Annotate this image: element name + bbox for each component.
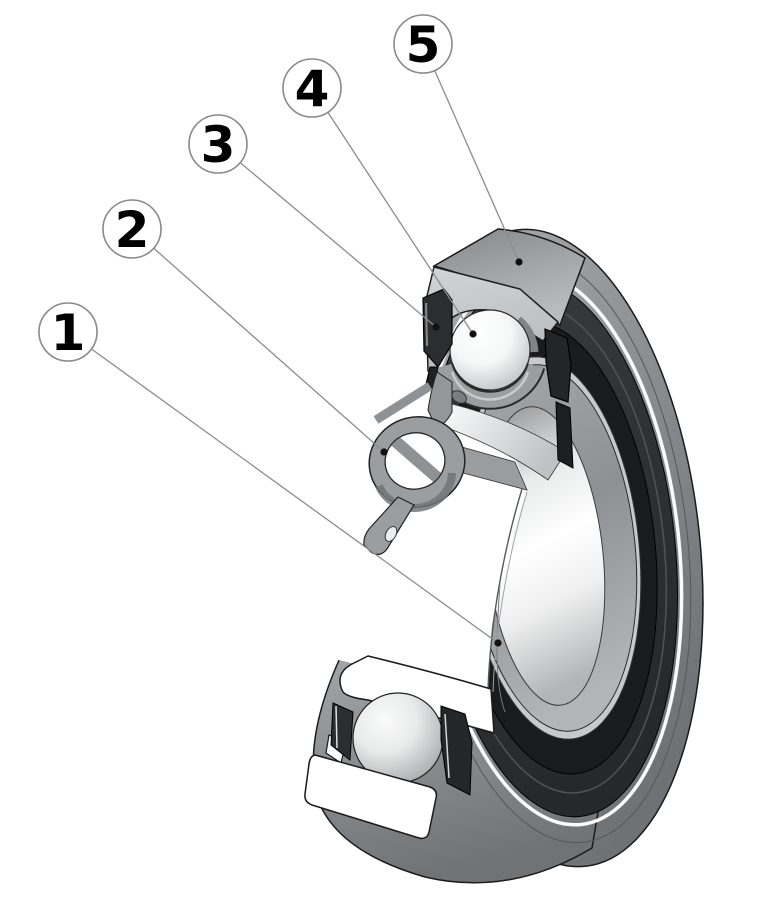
- leader-dot-3: [432, 323, 440, 331]
- leader-line-4: [311, 87, 474, 335]
- callout-label-3: 3: [201, 116, 236, 174]
- bore-near-edge-line-dark: [487, 488, 523, 691]
- leader-line-5: [422, 43, 520, 263]
- cage-strap-hole: [384, 526, 398, 542]
- callout-label-1: 1: [51, 304, 86, 362]
- callout-2: 2: [102, 199, 162, 259]
- seal-sliver-right: [444, 713, 450, 779]
- cage-pocket-shading: [375, 472, 456, 513]
- callout-circle-5: [393, 14, 453, 74]
- callout-circle-3: [188, 114, 248, 174]
- leader-dot-4: [469, 330, 477, 338]
- seal-cut-right: [544, 328, 572, 403]
- leader-line-1: [67, 331, 499, 644]
- seal-cut-right-lower: [555, 401, 574, 469]
- callout-5: 5: [393, 14, 453, 74]
- cage-pocket-hole-edge: [384, 432, 446, 490]
- ball-upper: [449, 309, 531, 391]
- callout-3: 3: [188, 114, 248, 174]
- callout-circle-4: [282, 58, 342, 118]
- seal-slab-highlight: [425, 302, 428, 347]
- bottom-cut-section: [304, 655, 495, 840]
- leader-line-3: [217, 143, 437, 328]
- leader-dot-1: [494, 639, 502, 647]
- leader-lines: [67, 43, 520, 644]
- leader-dot-2: [380, 448, 388, 456]
- bore-near-edge-line-light: [492, 491, 528, 693]
- callout-label-2: 2: [115, 201, 150, 259]
- leader-line-2: [131, 228, 385, 453]
- cage-pocket-assembly: [363, 382, 466, 555]
- cage-lower-strap: [363, 496, 415, 555]
- callout-label-5: 5: [406, 16, 441, 74]
- cage-ring-highlight: [450, 371, 530, 401]
- cage-behind-ball: [514, 316, 539, 353]
- callout-4: 4: [282, 58, 342, 118]
- seal-sliver-left: [335, 705, 338, 749]
- leader-dots: [380, 258, 523, 647]
- callout-circle-2: [102, 199, 162, 259]
- cage-strap-through-hole: [390, 435, 444, 485]
- leader-dot-5: [515, 258, 523, 266]
- callout-1: 1: [38, 302, 98, 362]
- callout-circle-1: [38, 302, 98, 362]
- cage-diagonal-strap: [373, 382, 433, 424]
- outer-ring-cut-face-lower: [304, 754, 438, 840]
- callout-label-4: 4: [295, 60, 330, 118]
